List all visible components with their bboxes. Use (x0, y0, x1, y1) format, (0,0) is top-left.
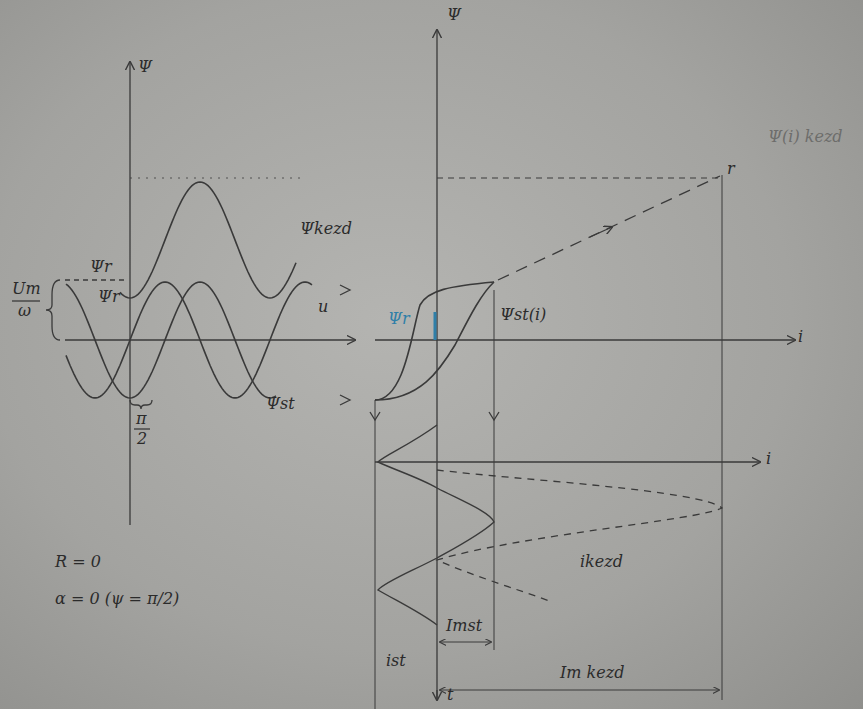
remanence-label: Ψr (90, 258, 112, 276)
hysteresis-upper (375, 282, 494, 400)
time-axis-arrow (436, 690, 437, 700)
projection-line (494, 290, 495, 650)
saturation-line (498, 176, 720, 280)
remanence-label: Ψr (388, 310, 410, 328)
curve-label: ikezd (580, 553, 623, 571)
projection-mark (340, 285, 350, 295)
remanence-label: Ψr (98, 288, 120, 306)
psi-axis (436, 30, 437, 700)
psi-st-curve (66, 282, 276, 398)
hysteresis-lower (375, 282, 494, 400)
phase-label: π (136, 410, 147, 428)
remanence-bar (434, 312, 437, 340)
axis-label: i (766, 450, 771, 468)
psi-max-level (130, 178, 300, 179)
point-label: r (727, 160, 735, 178)
amplitude-label: Um (12, 280, 41, 298)
projection-mark (370, 412, 380, 420)
psi-axis (129, 62, 130, 525)
time-axis (65, 339, 355, 340)
curve-label: Ψst(i) (500, 306, 546, 324)
curve-label: Ψkezd (300, 220, 352, 238)
psi-kezd-curve (120, 182, 296, 298)
dimension-label: Im kezd (560, 664, 624, 682)
i-m-kezd-dimension (440, 690, 719, 691)
i-mst-dimension (440, 642, 491, 643)
projection-line (722, 175, 723, 700)
condition-note: α = 0 (ψ = π/2) (55, 590, 179, 608)
psi-r-level (65, 279, 128, 280)
axis-label: Ψ (447, 6, 461, 24)
condition-note: R = 0 (55, 553, 101, 571)
projection-mark (489, 412, 499, 420)
curve-label: ist (386, 652, 406, 670)
projection-line (375, 400, 376, 709)
curve-label: Ψ(i) kezd (768, 128, 843, 146)
amplitude-label: ω (18, 302, 31, 320)
axis-label: t (447, 686, 453, 704)
psi-max-level (437, 178, 720, 179)
curve-label: u (318, 298, 328, 316)
voltage-curve (66, 282, 312, 398)
axis-label: Ψ (138, 58, 152, 76)
current-axis (375, 339, 795, 340)
dimension-label: Imst (446, 617, 482, 635)
current-axis (375, 461, 760, 462)
axis-label: i (798, 328, 803, 346)
phase-label: 2 (137, 430, 147, 448)
i-kezd-curve (437, 470, 722, 602)
direction-arrow (590, 227, 612, 237)
curve-label: Ψst (266, 395, 295, 413)
i-st-curve (378, 425, 494, 625)
projection-mark (340, 395, 350, 405)
phase-bracket (130, 400, 152, 409)
amplitude-bracket (46, 280, 60, 340)
